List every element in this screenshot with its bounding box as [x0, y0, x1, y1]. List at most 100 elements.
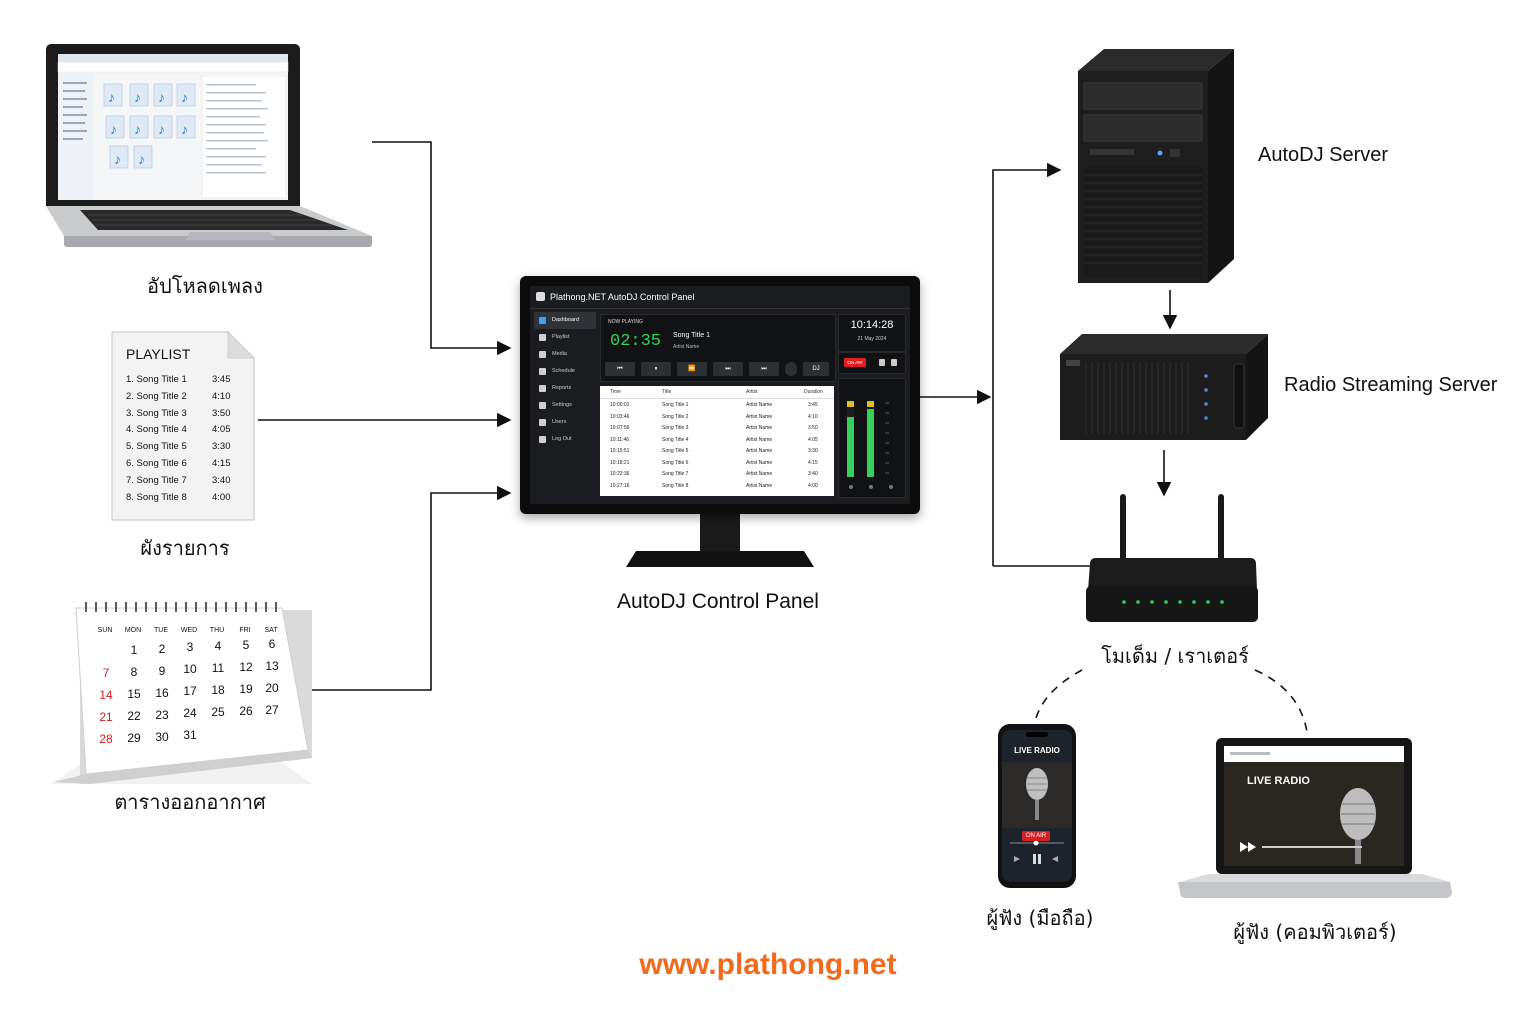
calendar-date: 28: [99, 732, 113, 746]
streaming-server-icon: [1060, 334, 1268, 440]
calendar-date: 14: [99, 688, 113, 702]
nav-label: Schedule: [552, 368, 575, 374]
table-cell: 10:18:21: [610, 459, 630, 466]
streaming-server-label: Radio Streaming Server: [1284, 374, 1498, 396]
now-playing-label: NOW PLAYING: [608, 319, 643, 325]
table-cell: Artist Name: [746, 482, 773, 489]
nav-item-reports[interactable]: Reports: [534, 380, 596, 397]
svg-text:♪: ♪: [110, 121, 117, 137]
nav-label: Users: [552, 419, 567, 425]
table-cell: Song Title 7: [662, 471, 689, 477]
upload-label: อัปโหลดเพลง: [147, 274, 263, 298]
calendar-date: 7: [102, 666, 110, 680]
calendar-date: 31: [183, 728, 197, 743]
playlist-item: 5. Song Title 5: [126, 441, 187, 453]
nav-item-users[interactable]: Users: [534, 414, 596, 431]
website-url[interactable]: www.plathong.net: [639, 948, 897, 981]
nav-item-schedule[interactable]: Schedule: [534, 363, 596, 380]
nav-item-media[interactable]: Media: [534, 346, 596, 363]
level-meter: [847, 401, 893, 489]
svg-text:♪: ♪: [108, 89, 115, 105]
calendar-date: 5: [242, 638, 250, 652]
skip-back-button[interactable]: ⏮: [605, 362, 635, 376]
calendar-date: 26: [239, 704, 253, 718]
calendar-date: 6: [268, 636, 276, 651]
table-cell: Artist Name: [746, 471, 773, 477]
table-cell: Artist Name: [746, 448, 773, 454]
fast-forward-button[interactable]: ⏩: [677, 362, 707, 376]
playlist-item-time: 4:00: [212, 491, 231, 503]
playlist-item: 1. Song Title 1: [126, 374, 187, 385]
dashed-router-to-laptop: [1254, 669, 1308, 733]
playlist-title: PLAYLIST: [126, 346, 191, 362]
col-title: Title: [662, 389, 672, 395]
table-cell: 3:40: [808, 471, 818, 477]
phone-icon: [998, 724, 1076, 888]
calendar-day-header: MON: [124, 627, 142, 634]
nav-item-playlist[interactable]: Playlist: [534, 329, 596, 346]
dj-button[interactable]: DJ: [803, 362, 829, 376]
playlist-item-time: 3:50: [212, 407, 231, 419]
meter-left-bar: [847, 417, 854, 477]
table-cell: Artist Name: [746, 436, 773, 443]
calendar-date: 1: [130, 642, 138, 657]
calendar-day-header: THU: [209, 627, 225, 634]
pause-button[interactable]: ⏸: [641, 362, 671, 376]
nav-label: Reports: [552, 385, 572, 391]
nav-item-settings[interactable]: Settings: [534, 397, 596, 414]
table-cell: Song Title 4: [662, 436, 689, 443]
table-cell: 10:07:56: [610, 425, 630, 431]
control-panel-label: AutoDJ Control Panel: [617, 590, 819, 613]
table-cell: Artist Name: [746, 402, 773, 408]
svg-text:♪: ♪: [134, 89, 141, 105]
nav-icon: [539, 385, 546, 392]
now-playing-song: Song Title 1: [673, 332, 710, 339]
arrow-hub-to-autodj: [992, 162, 1062, 566]
calendar-date: 30: [155, 729, 169, 744]
calendar-day-header: FRI: [239, 627, 251, 634]
table-cell: 3:45: [808, 402, 818, 408]
svg-text:♪: ♪: [181, 89, 188, 105]
calendar-date: 3: [186, 640, 194, 655]
calendar-date: 19: [239, 682, 253, 696]
nav-label: Settings: [552, 402, 572, 408]
nav-label: Log Out: [552, 436, 572, 442]
table-cell: 10:15:51: [610, 448, 630, 454]
playlist-item-time: 4:15: [212, 458, 231, 469]
laptop-upload-icon: ♪♪♪♪ ♪♪♪♪ ♪♪: [46, 44, 372, 247]
calendar-date: 10: [183, 662, 197, 677]
table-cell: 4:05: [808, 436, 818, 443]
router-icon: [1086, 494, 1258, 622]
skip-end-button[interactable]: ⏭: [749, 362, 779, 376]
col-artist: Artist: [746, 389, 758, 395]
control-panel-titlebar: Plathong.NET AutoDJ Control Panel: [530, 286, 910, 309]
plathong-logo-icon: [536, 292, 545, 301]
nav-item-log-out[interactable]: Log Out: [534, 431, 596, 448]
playlist-item-time: 4:10: [212, 390, 231, 402]
table-cell: 4:00: [808, 482, 818, 489]
elapsed-time: 02:35: [610, 332, 662, 351]
nav-label: Media: [552, 351, 567, 357]
listener-laptop-icon: [1178, 738, 1452, 898]
playlist-label: ผังรายการ: [140, 536, 230, 560]
svg-text:♪: ♪: [181, 121, 188, 137]
svg-text:♪: ♪: [114, 151, 121, 167]
calendar-date: 23: [155, 707, 169, 722]
playlist-item: 8. Song Title 8: [126, 491, 187, 503]
next-button[interactable]: ⏭: [713, 362, 743, 376]
nav-item-dashboard[interactable]: Dashboard: [534, 312, 596, 329]
monitor-stand: [626, 511, 814, 567]
calendar-day-header: SAT: [264, 627, 278, 634]
calendar-day-header: WED: [180, 627, 198, 634]
playlist-item-time: 3:30: [212, 441, 231, 453]
record-button[interactable]: [785, 362, 797, 376]
